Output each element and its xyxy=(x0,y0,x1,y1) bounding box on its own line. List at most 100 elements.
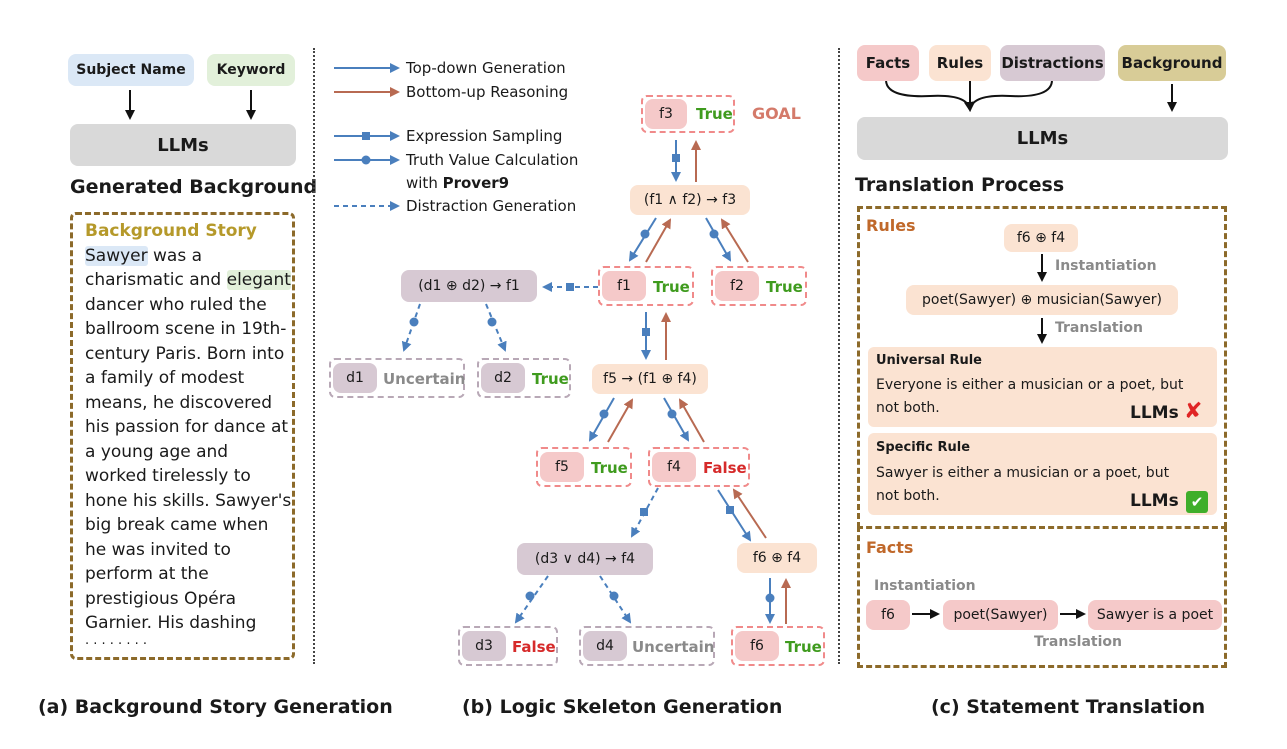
story-line-8: his passion for dance at xyxy=(85,417,289,437)
specific-rule-title: Specific Rule xyxy=(876,440,971,455)
node-d2 xyxy=(477,358,571,398)
node-f6-label: f6 xyxy=(735,631,779,661)
specific-rule-box: Specific Rule Sawyer is either a musicia… xyxy=(868,433,1217,515)
llms-box-a: LLMs xyxy=(70,124,296,166)
story-line-13: he was invited to xyxy=(85,540,231,560)
llms-box-c: LLMs xyxy=(857,117,1228,160)
story-line-5: century Paris. Born into xyxy=(85,344,285,364)
legend-truth-calc: Truth Value Calculation xyxy=(406,151,579,169)
keyword-chip: Keyword xyxy=(207,54,295,86)
node-f3-label: f3 xyxy=(645,99,687,129)
node-f4-label: f4 xyxy=(652,452,696,482)
legend-top-down: Top-down Generation xyxy=(406,59,566,77)
cross-mark-icon: ✘ xyxy=(1184,399,1203,424)
story-keyword-highlight: elegant xyxy=(226,270,291,290)
rules-chip: Rules xyxy=(929,45,991,81)
facts-panel xyxy=(857,526,1227,668)
story-line-14: perform at the xyxy=(85,564,209,584)
legend-distraction: Distraction Generation xyxy=(406,197,577,215)
node-f2-label: f2 xyxy=(715,271,759,301)
node-d2-value: True xyxy=(532,370,569,388)
node-f1 xyxy=(598,266,694,306)
rules-panel-title: Rules xyxy=(866,216,916,235)
node-f5-value: True xyxy=(591,459,628,477)
generated-background-title: Generated Background xyxy=(70,176,318,198)
goal-label: GOAL xyxy=(752,104,801,123)
story-line-2-text: charismatic and xyxy=(85,270,222,290)
node-d4-label: d4 xyxy=(583,631,627,661)
fact-instantiation-label: Instantiation xyxy=(874,578,976,594)
story-line-4: ballroom scene in 19th- xyxy=(85,319,287,339)
translation-process-title: Translation Process xyxy=(855,174,1065,196)
specific-llms-label: LLMs xyxy=(1130,491,1179,511)
check-mark-icon: ✔ xyxy=(1186,491,1208,513)
universal-rule-box: Universal Rule Everyone is either a musi… xyxy=(868,347,1217,427)
legend-with: with xyxy=(406,174,438,192)
node-f5 xyxy=(536,447,632,487)
node-f4-value: False xyxy=(703,459,747,477)
fact-poet-sawyer: poet(Sawyer) xyxy=(943,600,1058,630)
node-d3-label: d3 xyxy=(462,631,506,661)
fact-f6: f6 xyxy=(866,600,910,630)
rule-instantiation-label: Instantiation xyxy=(1055,258,1157,274)
node-f1-label: f1 xyxy=(602,271,646,301)
background-chip: Background xyxy=(1118,45,1226,81)
background-story-box: Background Story Sawyer was a charismati… xyxy=(70,212,295,660)
story-line-15: prestigious Opéra xyxy=(85,589,237,609)
node-f6-value: True xyxy=(785,638,822,656)
node-d4-value: Uncertain xyxy=(632,638,715,656)
rule-translation-label: Translation xyxy=(1055,320,1143,336)
story-title: Background Story xyxy=(85,221,257,241)
node-d4 xyxy=(579,626,715,666)
story-line-1-text: was a xyxy=(153,246,203,266)
node-f6 xyxy=(731,626,825,666)
caption-c: (c) Statement Translation xyxy=(931,696,1206,718)
node-f3 xyxy=(641,95,735,133)
rules-panel xyxy=(857,206,1227,528)
story-line-12: big break came when xyxy=(85,515,269,535)
specific-rule-text-2: not both. xyxy=(876,488,940,504)
facts-panel-title: Facts xyxy=(866,538,914,557)
separator-left xyxy=(313,48,315,664)
story-line-11: hone his skills. Sawyer's xyxy=(85,491,292,511)
rule-expression: f6 ⊕ f4 xyxy=(1004,224,1078,252)
story-line-2: charismatic and elegant xyxy=(85,270,291,290)
node-f5-label: f5 xyxy=(540,452,584,482)
legend-bottom-up: Bottom-up Reasoning xyxy=(406,83,569,101)
story-line-7: means, he discovered xyxy=(85,393,273,413)
story-line-3: dancer who ruled the xyxy=(85,295,267,315)
node-f4 xyxy=(648,447,750,487)
legend-with-prover: with Prover9 xyxy=(406,174,509,192)
node-f2 xyxy=(711,266,807,306)
node-d3 xyxy=(458,626,558,666)
caption-a: (a) Background Story Generation xyxy=(38,696,393,718)
story-line-9: a young age and xyxy=(85,442,229,462)
universal-rule-title: Universal Rule xyxy=(876,353,982,368)
universal-rule-text-2: not both. xyxy=(876,400,940,416)
node-f3-value: True xyxy=(696,105,733,123)
legend-expression-sampling: Expression Sampling xyxy=(406,127,563,145)
subject-name-chip: Subject Name xyxy=(68,54,194,86)
separator-right xyxy=(838,48,840,664)
story-name-highlight: Sawyer xyxy=(85,246,148,266)
facts-chip: Facts xyxy=(857,45,919,81)
node-rule2: f5 → (f1 ⊕ f4) xyxy=(592,364,708,394)
node-d2-label: d2 xyxy=(481,363,525,393)
node-f2-value: True xyxy=(766,278,803,296)
legend-prover9: Prover9 xyxy=(442,174,510,192)
fact-sentence: Sawyer is a poet xyxy=(1088,600,1222,630)
node-d3-value: False xyxy=(512,638,556,656)
story-line-16: Garnier. His dashing xyxy=(85,613,257,633)
node-rule3: f6 ⊕ f4 xyxy=(737,543,817,573)
node-f1-value: True xyxy=(653,278,690,296)
fact-translation-label: Translation xyxy=(1034,634,1122,650)
node-d1-value: Uncertain xyxy=(383,370,466,388)
node-distraction-rule1: (d1 ⊕ d2) → f1 xyxy=(401,270,537,302)
node-rule1: (f1 ∧ f2) → f3 xyxy=(630,185,750,215)
distractions-chip: Distractions xyxy=(1000,45,1105,81)
specific-rule-text-1: Sawyer is either a musician or a poet, b… xyxy=(876,465,1170,481)
node-d1-label: d1 xyxy=(333,363,377,393)
node-distraction-rule2: (d3 ∨ d4) → f4 xyxy=(517,543,653,575)
universal-llms-label: LLMs xyxy=(1130,403,1179,423)
